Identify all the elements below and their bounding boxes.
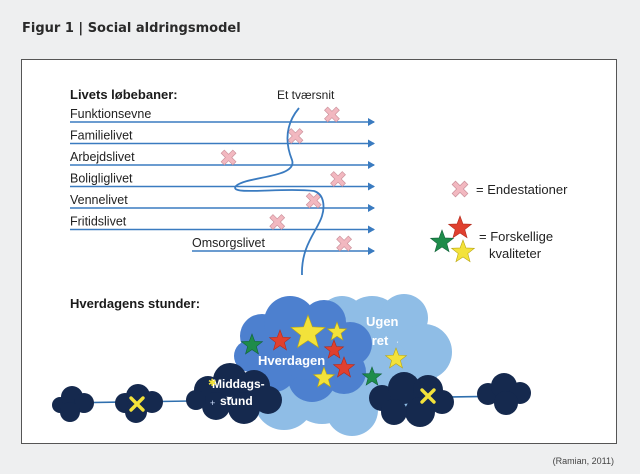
lane-label: Funktionsevne — [70, 107, 151, 121]
end-station-cross-icon — [324, 106, 340, 123]
cloud-stars — [240, 314, 408, 404]
lane-label: Omsorgslivet — [192, 236, 265, 250]
legend-star-green-icon — [429, 229, 455, 253]
lane-label: Familielivet — [70, 129, 133, 143]
star-yellow-icon — [312, 366, 336, 388]
legend-stars — [429, 215, 476, 263]
midday-label-line1: Middags- — [212, 377, 265, 391]
figure-diagram: Livets løbebaner: Et tværsnit Funktionse… — [52, 87, 568, 436]
legend-end-stations: = Endestationer — [476, 182, 568, 197]
life-course-lanes: FunktionsevneFamilielivetArbejdslivetBol… — [70, 106, 375, 255]
cross-section-curve — [234, 107, 325, 276]
lane-label: Vennelivet — [70, 193, 128, 207]
end-station-cross-icon — [269, 214, 285, 230]
legend-cross-icon — [451, 180, 469, 198]
daily-moments-heading: Hverdagens stunder: — [70, 296, 200, 311]
star-red-icon — [323, 339, 345, 359]
dark-cloud-far-right — [477, 373, 531, 415]
sparkle-icon: ✱ — [208, 378, 216, 389]
star-red-icon — [332, 356, 356, 378]
legend-qualities-line2: kvaliteter — [489, 246, 542, 261]
lane-label: Arbejdslivet — [70, 150, 135, 164]
midday-label-line2: stund — [220, 394, 253, 408]
star-yellow-icon — [290, 314, 326, 349]
midday-cloud — [186, 363, 282, 424]
lane-label: Boligliglivet — [70, 172, 133, 186]
end-station-cross-icon — [336, 235, 352, 252]
star-green-icon — [240, 333, 264, 355]
figure-number: Figur 1 | — [22, 21, 84, 36]
end-station-cross-icon — [220, 149, 237, 166]
end-station-cross-icon — [330, 171, 346, 187]
dark-cloud-x-icon — [420, 388, 436, 404]
dark-cloud-left — [52, 386, 94, 422]
figure-title-text: Social aldringsmodel — [87, 21, 241, 36]
cross-section-label: Et tværsnit — [277, 88, 335, 102]
end-station-cross-icon — [305, 192, 322, 209]
star-green-icon — [361, 366, 383, 386]
plus-icon: + — [210, 398, 215, 408]
dark-cloud-right — [369, 372, 454, 427]
figure-panel: Livets løbebaner: Et tværsnit Funktionse… — [21, 59, 617, 444]
legend-qualities-line1: = Forskellige — [479, 229, 553, 244]
legend-star-yellow-icon — [450, 239, 476, 263]
star-yellow-icon — [326, 321, 348, 341]
week-label: Ugen — [366, 314, 399, 329]
legend-star-red-icon — [447, 215, 473, 239]
citation: (Ramian, 2011) — [552, 456, 614, 466]
life-courses-heading: Livets løbebaner: — [70, 87, 178, 102]
everyday-label: Hverdagen — [258, 353, 325, 368]
star-red-icon — [268, 329, 292, 351]
lane-label: Fritidslivet — [70, 215, 127, 229]
figure-title: Figur 1 | Social aldringsmodel — [22, 21, 241, 36]
dark-cloud-x-icon — [129, 396, 145, 412]
end-station-cross-icon — [287, 128, 304, 144]
star-yellow-icon — [384, 347, 408, 369]
